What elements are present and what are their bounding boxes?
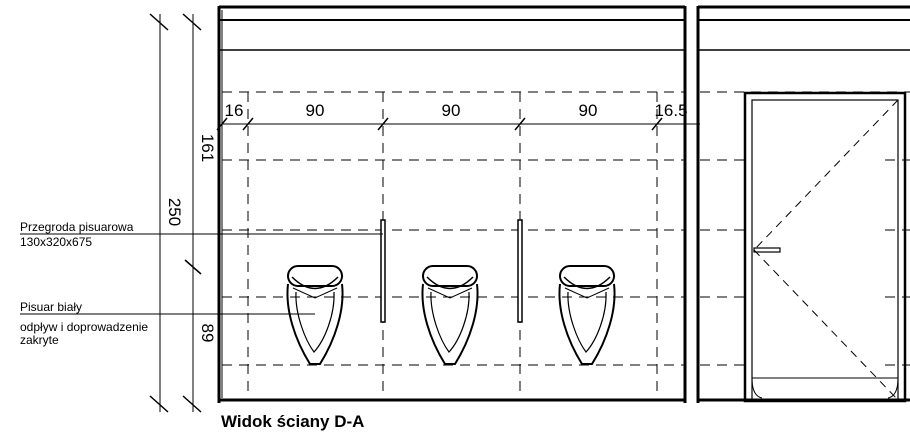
tile-grid — [222, 91, 910, 398]
dim-h-2: 90 — [306, 101, 325, 120]
partition-size: 130x320x675 — [20, 235, 92, 249]
vertical-dimensions: 250 161 89 — [165, 134, 217, 343]
partition-label: Przegroda pisuarowa — [20, 220, 134, 234]
horizontal-dimension-line — [216, 117, 700, 131]
urinal-note-2: zakryte — [20, 333, 59, 347]
urinal-label: Pisuar biały — [20, 300, 82, 314]
urinal-3 — [558, 265, 616, 365]
horizontal-dimensions: 16 90 90 90 16.5 — [225, 101, 688, 120]
wall-frame-left — [217, 5, 687, 403]
dim-v-total: 250 — [165, 198, 184, 226]
dim-v-bottom: 89 — [198, 324, 217, 343]
dim-h-1: 16 — [225, 101, 244, 120]
wall-frame-right — [696, 5, 910, 403]
callout-urinal: Pisuar biały odpływ i doprowadzenie zakr… — [20, 300, 148, 347]
vertical-dimension-lines — [149, 13, 202, 413]
leader-lines — [20, 233, 383, 315]
dim-h-4: 90 — [579, 101, 598, 120]
door-handle — [753, 247, 781, 253]
drawing-title: Widok ściany D-A — [221, 412, 364, 431]
dim-v-top: 161 — [198, 134, 217, 162]
urinal-1 — [286, 265, 344, 365]
callout-partition: Przegroda pisuarowa 130x320x675 — [20, 220, 134, 249]
partitions — [380, 219, 523, 323]
dim-h-5: 16.5 — [654, 101, 687, 120]
urinal-note-1: odpływ i doprowadzenie — [20, 320, 148, 334]
urinals — [286, 265, 616, 365]
door — [743, 91, 907, 403]
urinal-2 — [421, 265, 479, 365]
urinal-partition-1 — [380, 219, 386, 323]
urinal-partition-2 — [517, 219, 523, 323]
dim-h-3: 90 — [442, 101, 461, 120]
